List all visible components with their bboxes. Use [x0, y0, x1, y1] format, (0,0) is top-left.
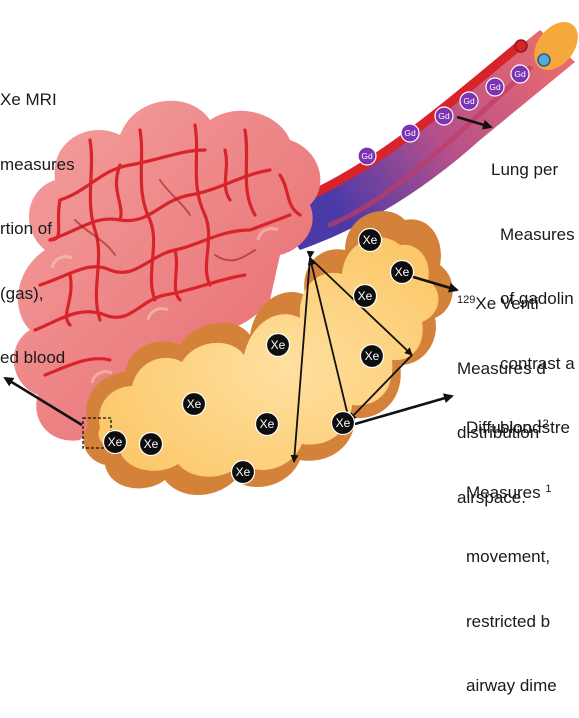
- svg-text:Gd: Gd: [489, 82, 501, 92]
- svg-text:Xe: Xe: [365, 349, 380, 363]
- svg-text:Xe: Xe: [363, 233, 378, 247]
- dissolved-xe-mri-title: Xe MRI: [0, 89, 75, 111]
- svg-text:Xe: Xe: [144, 437, 159, 451]
- gadolinium-particle-icon: Gd: [358, 147, 376, 165]
- svg-text:Gd: Gd: [514, 69, 526, 79]
- svg-text:Xe: Xe: [336, 416, 351, 430]
- dissolved-xe-mri-label: Xe MRI measures rtion of (gas), ed blood: [0, 46, 75, 390]
- gadolinium-particle-icon: Gd: [460, 92, 478, 110]
- xenon-atom-icon: Xe: [232, 461, 255, 484]
- gadolinium-particle-icon: Gd: [486, 78, 504, 96]
- lung-perfusion-line-1: Measures: [491, 224, 575, 246]
- dissolved-xe-mri-line-4: ed blood: [0, 347, 75, 369]
- xenon-atom-icon: Xe: [354, 285, 377, 308]
- xenon-atom-icon: Xe: [332, 412, 355, 435]
- xe-ventilation-title-text: Xe Venti: [475, 294, 538, 313]
- dissolved-xe-mri-line-3: (gas),: [0, 283, 75, 305]
- xenon-atom-icon: Xe: [391, 261, 414, 284]
- xenon-atom-icon: Xe: [183, 393, 206, 416]
- diffusion-isotope: 12: [537, 418, 549, 430]
- diffusion-title-text: Diffusion: [466, 418, 537, 437]
- dissolved-xe-mri-line-1: measures: [0, 154, 75, 176]
- vein-opening: [538, 54, 550, 66]
- gadolinium-particle-icon: Gd: [435, 107, 453, 125]
- diffusion-line-1-sup: 1: [545, 483, 551, 495]
- diffusion-line-1: Measures 1: [466, 482, 557, 504]
- diffusion-label: Diffusion 12 Measures 1 movement, restri…: [466, 374, 557, 718]
- svg-text:Gd: Gd: [438, 111, 450, 121]
- diffusion-line-2: movement,: [466, 546, 557, 568]
- svg-text:Xe: Xe: [260, 417, 275, 431]
- diffusion-title: Diffusion 12: [466, 417, 557, 439]
- xenon-atom-icon: Xe: [104, 431, 127, 454]
- xenon-atom-icon: Xe: [361, 345, 384, 368]
- gadolinium-particle-icon: Gd: [401, 124, 419, 142]
- xenon-atom-icon: Xe: [267, 334, 290, 357]
- diffusion-line-1-text: Measures: [466, 483, 545, 502]
- svg-text:Xe: Xe: [236, 465, 251, 479]
- svg-text:Xe: Xe: [271, 338, 286, 352]
- xenon-atom-icon: Xe: [140, 433, 163, 456]
- xe-ventilation-title: 129Xe Venti: [457, 293, 546, 315]
- xe-ventilation-isotope: 129: [457, 294, 475, 306]
- svg-text:Gd: Gd: [404, 128, 416, 138]
- diffusion-line-3: restricted b: [466, 611, 557, 633]
- gadolinium-particle-icon: Gd: [511, 65, 529, 83]
- svg-text:Xe: Xe: [395, 265, 410, 279]
- lung-perfusion-title: Lung per: [491, 159, 575, 181]
- svg-text:Gd: Gd: [361, 151, 373, 161]
- dissolved-xe-mri-line-2: rtion of: [0, 218, 75, 240]
- svg-text:Xe: Xe: [108, 435, 123, 449]
- artery-opening: [515, 40, 527, 52]
- xenon-atom-icon: Xe: [359, 229, 382, 252]
- diffusion-line-4: airway dime: [466, 675, 557, 697]
- xenon-atom-icon: Xe: [256, 413, 279, 436]
- svg-text:Gd: Gd: [463, 96, 475, 106]
- svg-text:Xe: Xe: [358, 289, 373, 303]
- svg-text:Xe: Xe: [187, 397, 202, 411]
